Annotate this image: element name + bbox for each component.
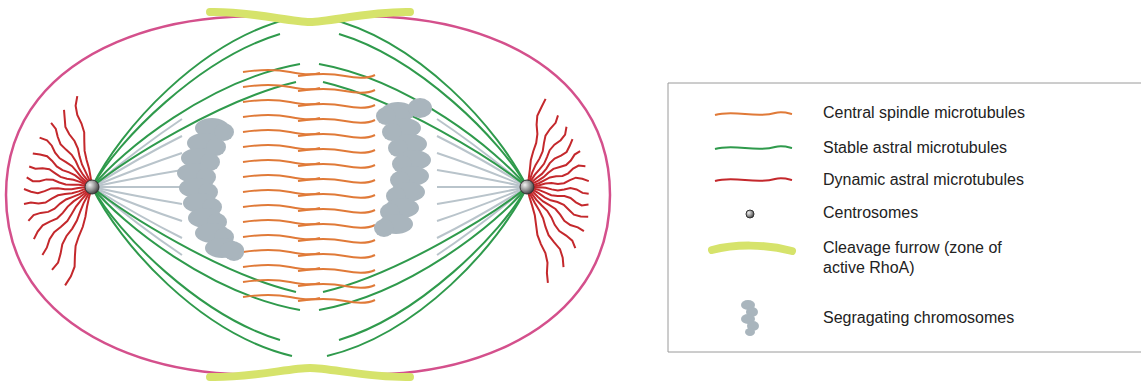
microtubule: [243, 145, 320, 149]
legend-sample: [715, 112, 792, 115]
microtubule: [298, 74, 375, 78]
microtubule: [92, 64, 300, 187]
legend-label: Central spindle microtubules: [823, 103, 1033, 123]
microtubule: [243, 205, 320, 209]
microtubule: [437, 153, 527, 187]
microtubule: [243, 295, 320, 299]
microtubule: [243, 190, 320, 194]
microtubule: [64, 110, 92, 187]
cleavage-furrow: [210, 12, 410, 22]
microtubule: [319, 187, 527, 310]
microtubule: [243, 160, 320, 164]
legend-label: Segragating chromosomes: [823, 308, 1033, 328]
legend-label: Dynamic astral microtubules: [823, 170, 1033, 190]
legend-label: Stable astral microtubules: [823, 138, 1033, 158]
legend-frame: [668, 83, 1141, 352]
microtubule: [298, 119, 375, 123]
microtubule: [92, 187, 292, 356]
microtubule: [298, 299, 375, 303]
legend-sample: [712, 246, 792, 251]
microtubule: [92, 186, 182, 188]
microtubule: [298, 104, 375, 108]
microtubule: [298, 194, 375, 198]
microtubule: [92, 187, 296, 292]
legend-label: Centrosomes: [823, 203, 1033, 223]
microtubule: [243, 235, 320, 239]
legend-label: Cleavage furrow (zone of active RhoA): [823, 238, 1033, 278]
microtubule: [298, 239, 375, 243]
microtubule: [298, 209, 375, 213]
microtubule: [327, 18, 527, 187]
microtubule: [92, 187, 182, 221]
microtubule: [298, 134, 375, 138]
microtubule: [437, 186, 527, 188]
microtubule: [65, 187, 92, 285]
microtubule: [298, 149, 375, 153]
microtubule: [243, 70, 320, 74]
microtubule: [323, 187, 527, 292]
microtubule: [92, 18, 292, 187]
microtubule: [527, 139, 573, 187]
legend-sample: [715, 178, 792, 181]
central-spindle-microtubules: [243, 70, 375, 303]
cell-membrane: [6, 16, 610, 374]
microtubule: [298, 179, 375, 183]
microtubule: [243, 220, 320, 224]
microtubule: [243, 100, 320, 104]
microtubule: [298, 164, 375, 168]
microtubule: [52, 187, 92, 270]
stable-astral-microtubules: [92, 18, 527, 356]
centrosome: [85, 180, 99, 194]
legend-sample: [715, 146, 792, 149]
microtubule: [527, 178, 589, 187]
microtubule: [243, 280, 320, 284]
microtubule: [33, 153, 92, 187]
chromosomes: [177, 98, 432, 261]
microtubule: [243, 250, 320, 254]
microtubule: [243, 175, 320, 179]
microtubule: [323, 82, 527, 187]
kinetochore-microtubules: [92, 119, 527, 255]
microtubule: [319, 64, 527, 187]
microtubule: [27, 177, 92, 187]
cleavage-furrow: [210, 368, 410, 377]
microtubule: [92, 153, 182, 187]
microtubule: [437, 187, 527, 221]
microtubule: [298, 89, 375, 93]
microtubule: [243, 130, 320, 134]
microtubule: [298, 284, 375, 288]
microtubule: [298, 224, 375, 228]
microtubule: [298, 269, 375, 273]
microtubule: [527, 187, 548, 283]
microtubule: [92, 82, 296, 187]
microtubule: [243, 265, 320, 269]
centrosome: [520, 180, 534, 194]
microtubule: [298, 254, 375, 258]
microtubule: [243, 115, 320, 119]
dynamic-astral-microtubules: [24, 96, 589, 285]
microtubule: [34, 187, 92, 239]
legend-sample: [746, 210, 754, 218]
microtubule: [243, 85, 320, 89]
legend-sample: [741, 300, 759, 336]
